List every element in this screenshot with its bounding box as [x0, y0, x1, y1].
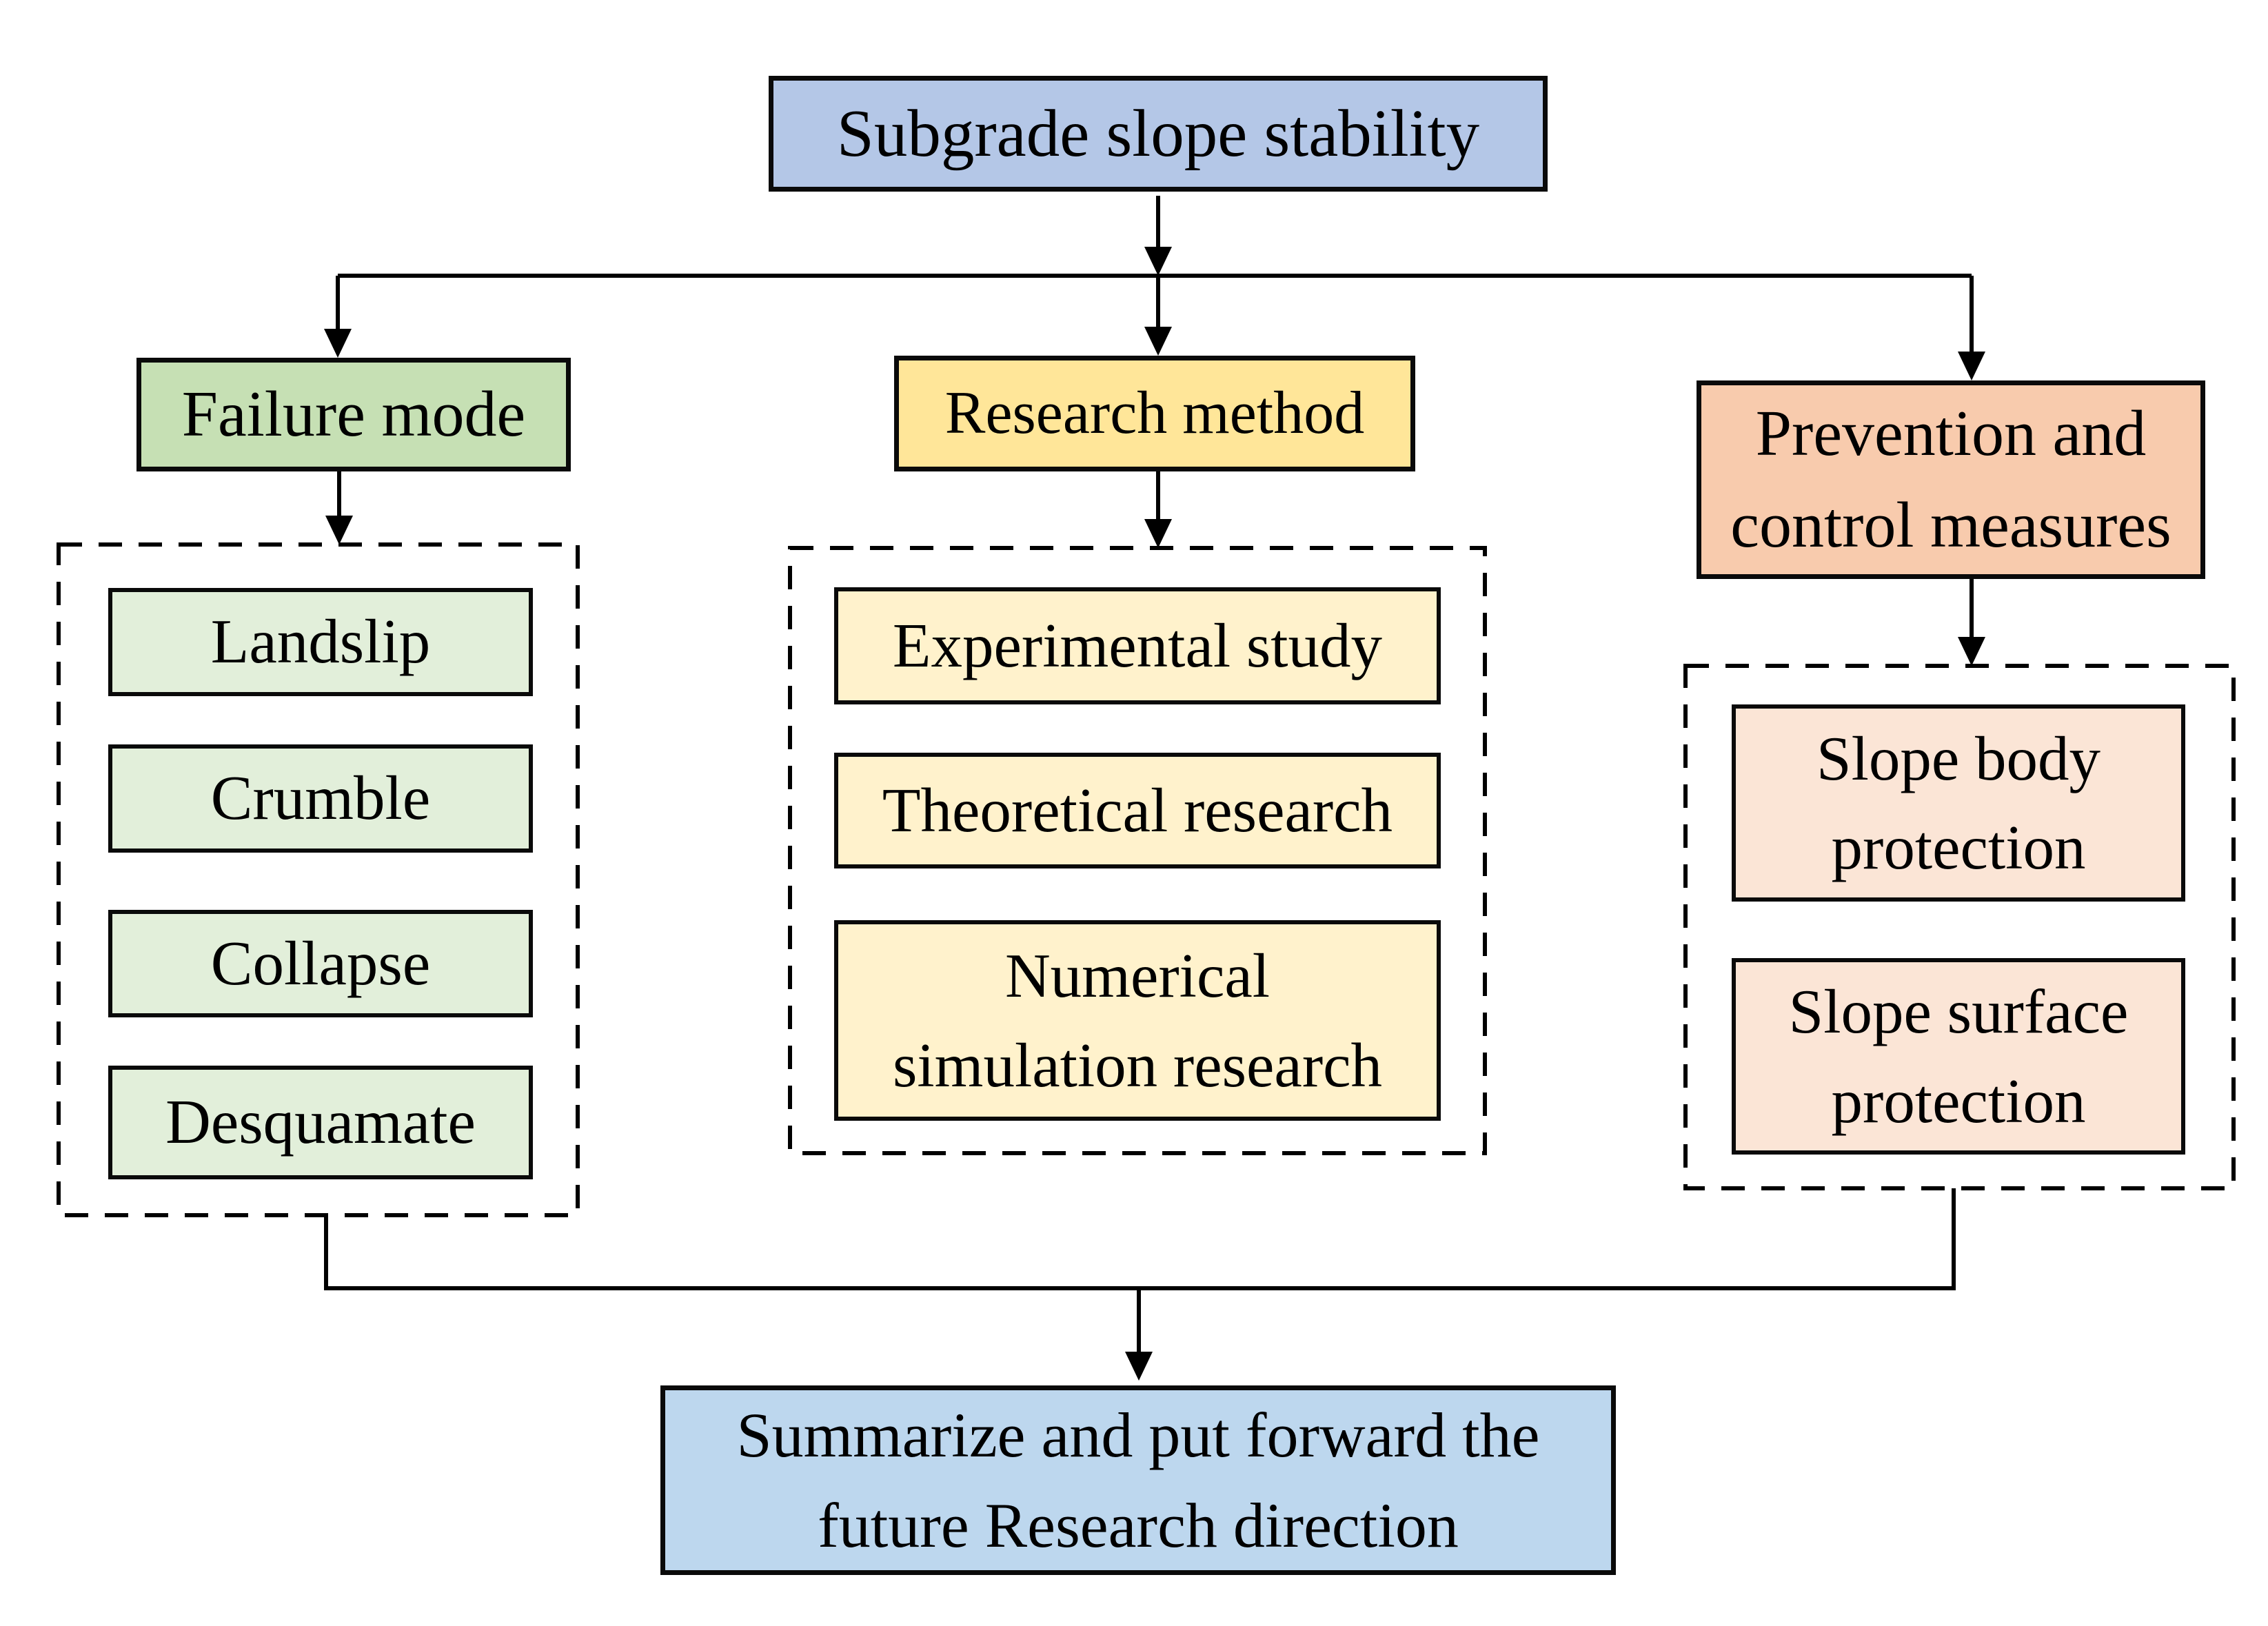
arrow-branch-to-prevention	[1958, 276, 1985, 380]
research-group-outline	[788, 546, 1487, 1155]
node-prevention-and-control-measures: Prevention and control measures	[1697, 380, 2205, 579]
prevention-group-outline	[1683, 664, 2236, 1190]
node-collapse: Collapse	[108, 910, 533, 1017]
node-experimental-study: Experimental study	[834, 587, 1441, 704]
node-research-method: Research method	[894, 356, 1415, 471]
failure-group-outline	[57, 542, 580, 1217]
node-numerical-simulation-research: Numerical simulation research	[834, 920, 1441, 1121]
arrow-branch-to-research-method	[1144, 276, 1172, 356]
merge-connector	[324, 1188, 1956, 1290]
arrow-merge-to-footer	[1125, 1288, 1153, 1381]
arrow-root-to-branch	[1144, 196, 1172, 276]
node-desquamate: Desquamate	[108, 1066, 533, 1179]
node-landslip: Landslip	[108, 588, 533, 696]
node-summarize-future-research: Summarize and put forward the future Res…	[660, 1385, 1616, 1575]
arrow-prevention-to-group	[1958, 579, 1985, 666]
arrow-failure-to-group	[325, 471, 353, 545]
node-subgrade-slope-stability: Subgrade slope stability	[769, 76, 1548, 192]
arrow-branch-to-failure-mode	[324, 276, 352, 358]
arrow-research-to-group	[1144, 471, 1172, 548]
node-slope-surface-protection: Slope surface protection	[1732, 958, 2185, 1155]
node-theoretical-research: Theoretical research	[834, 753, 1441, 868]
node-failure-mode: Failure mode	[136, 358, 571, 471]
node-slope-body-protection: Slope body protection	[1732, 704, 2185, 902]
node-crumble: Crumble	[108, 744, 533, 853]
